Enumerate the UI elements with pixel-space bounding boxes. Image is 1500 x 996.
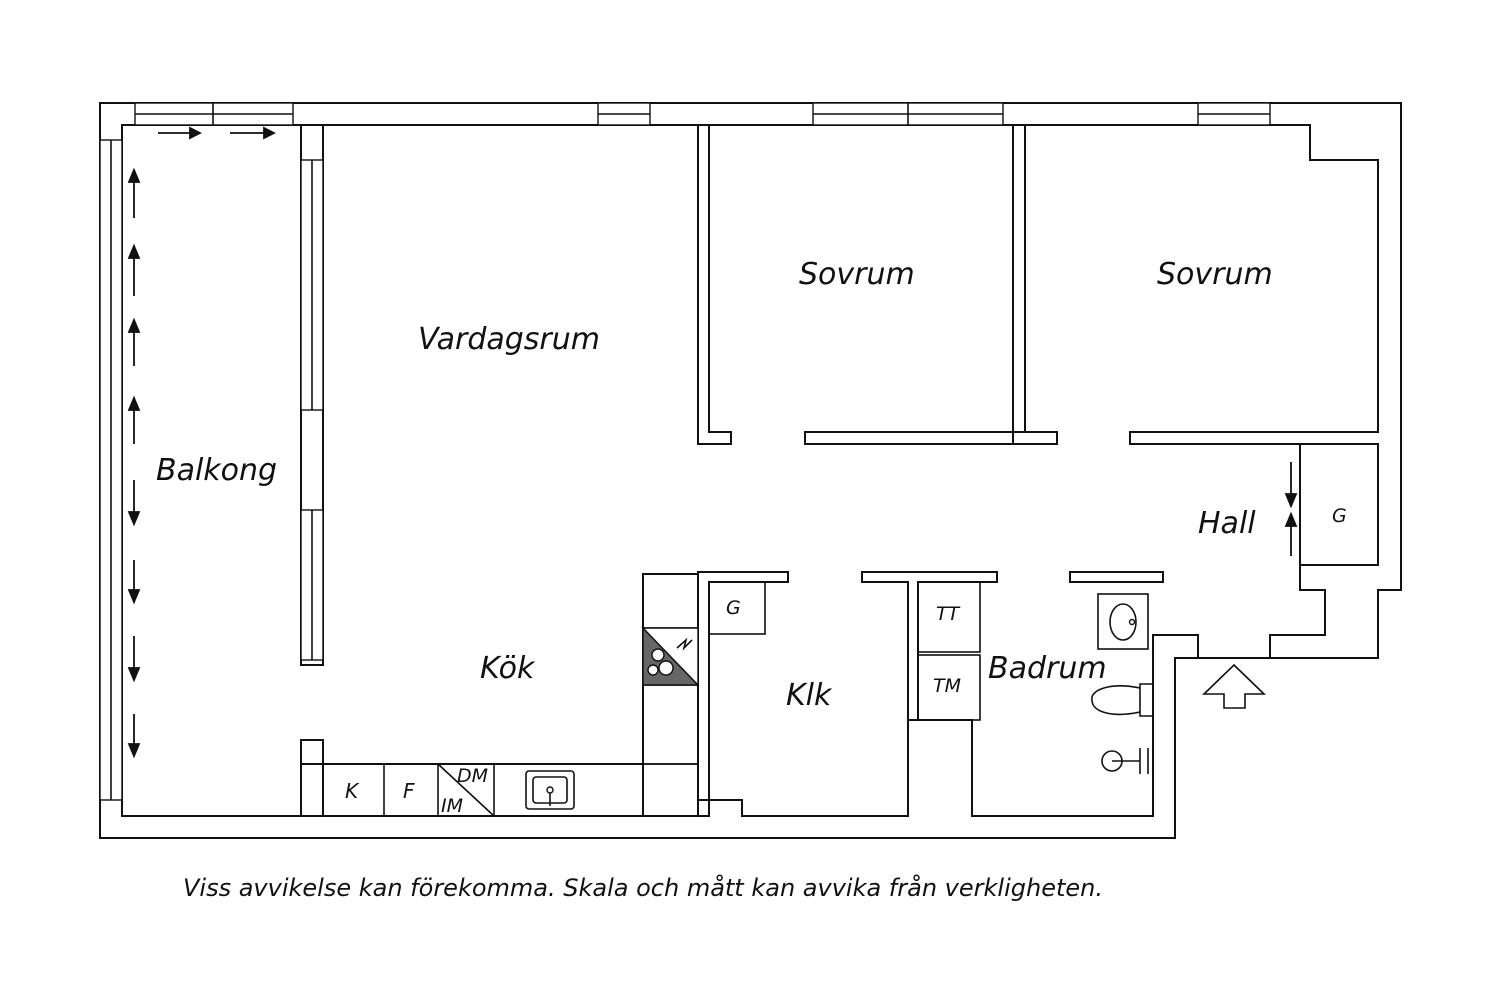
fixture-label-freezer: F: [403, 779, 415, 803]
laundry-units: [917, 581, 981, 721]
room-label-bedroom-2: Sovrum: [1157, 257, 1273, 292]
room-label-kitchen: Kök: [480, 651, 536, 686]
fixture-label-ice-machine: IM: [441, 795, 463, 817]
fixture-label-washing-machine: TM: [933, 675, 961, 697]
bathroom-fixtures: [1091, 593, 1154, 774]
sliding-arrows: [127, 126, 1298, 759]
fixture-label-tumble-dryer: TT: [936, 603, 961, 625]
fixture-label-closet-hall: G: [1332, 505, 1347, 527]
fixture-label-fridge: K: [345, 779, 360, 803]
fixture-label-closet-klk: G: [726, 597, 741, 619]
toilet-icon: [1091, 683, 1154, 717]
windows: [99, 102, 1271, 801]
room-label-living-room: Vardagsrum: [418, 322, 600, 357]
disclaimer-text: Viss avvikelse kan förekomma. Skala och …: [183, 874, 1103, 902]
sink-icon: [525, 770, 575, 810]
room-label-hall: Hall: [1198, 506, 1256, 541]
stove-burners: [647, 648, 674, 676]
entrance-arrow-icon: [1202, 663, 1266, 709]
closet-klk: [708, 581, 766, 635]
room-label-walk-in-closet: Klk: [786, 678, 833, 713]
room-label-bathroom: Badrum: [988, 651, 1107, 686]
room-label-balcony: Balkong: [156, 453, 277, 488]
interior-floor: [121, 124, 1379, 817]
room-label-bedroom-1: Sovrum: [799, 257, 915, 292]
fixture-label-dishwasher: DM: [457, 765, 488, 787]
stove-mark: [676, 637, 693, 651]
